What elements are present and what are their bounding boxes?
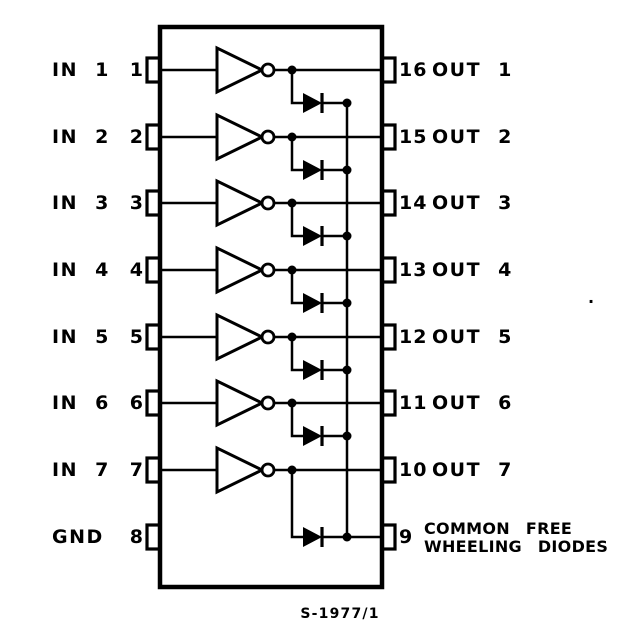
inverter-bubble [260, 329, 276, 345]
right-pin-label: OUT 2 [432, 126, 513, 148]
inverter-gate [215, 245, 266, 295]
right-pin-label-line1: COMMON FREE [424, 519, 572, 538]
inverter-gate [215, 445, 266, 495]
inverter-gate [215, 178, 266, 228]
right-pin-number: 10 [399, 459, 427, 481]
left-pin-label: IN 6 [52, 392, 110, 414]
left-pin-number: 5 [130, 326, 144, 348]
left-pin-number: 1 [130, 59, 144, 81]
diode-branch-wire [290, 70, 303, 105]
right-pin-label: OUT 6 [432, 392, 513, 414]
right-pin-label-line2: WHEELING DIODES [424, 537, 608, 556]
left-pin-label: IN 1 [52, 59, 110, 81]
right-pin-number: 9 [399, 526, 413, 548]
right-pin-label: OUT 1 [432, 59, 513, 81]
freewheel-diode [303, 226, 322, 246]
right-pin-label: OUT 7 [432, 459, 513, 481]
inverter-bubble [260, 395, 276, 411]
left-pin-label: IN 4 [52, 259, 110, 281]
right-pin-label: OUT 5 [432, 326, 513, 348]
diode-branch-wire [290, 137, 303, 172]
right-pin-number: 15 [399, 126, 427, 148]
left-pin-label: IN 5 [52, 326, 110, 348]
left-pin-number: 2 [130, 126, 144, 148]
left-pin-number: 4 [130, 259, 144, 281]
right-pin-number: 13 [399, 259, 427, 281]
diode-branch-wire [290, 337, 303, 372]
left-pin-label: IN 3 [52, 192, 110, 214]
right-pin-number: 16 [399, 59, 427, 81]
left-pin-label: IN 7 [52, 459, 110, 481]
diode-branch-wire [290, 403, 303, 438]
inverter-bubble [260, 129, 276, 145]
right-pin-number: 14 [399, 192, 427, 214]
left-pin-number: 7 [130, 459, 144, 481]
left-pin-label: IN 2 [52, 126, 110, 148]
inverter-gate [215, 45, 266, 95]
right-pin-number: 11 [399, 392, 427, 414]
freewheel-diode [303, 426, 322, 446]
left-pin-number: 8 [130, 526, 144, 548]
diode-branch-wire [290, 270, 303, 305]
left-pin-number: 6 [130, 392, 144, 414]
left-pin-label: GND [52, 526, 104, 548]
freewheel-diode [303, 360, 322, 380]
freewheel-diode [303, 160, 322, 180]
inverter-bubble [260, 195, 276, 211]
diode-branch-wire [290, 203, 303, 238]
right-pin-label: OUT 3 [432, 192, 513, 214]
freewheel-diode [303, 93, 322, 113]
right-pin-label: OUT 4 [432, 259, 513, 281]
figure-number: S-1977/1 [300, 606, 379, 622]
freewheel-diode [303, 527, 322, 547]
inverter-bubble [260, 62, 276, 78]
inverter-bubble [260, 262, 276, 278]
right-pin-number: 12 [399, 326, 427, 348]
diode-branch-wire [290, 470, 303, 539]
inverter-gate [215, 312, 266, 362]
freewheel-diode [303, 293, 322, 313]
inverter-gate [215, 378, 266, 428]
stray-mark: . [588, 288, 594, 307]
inverter-bubble [260, 462, 276, 478]
inverter-gate [215, 112, 266, 162]
left-pin-number: 3 [130, 192, 144, 214]
